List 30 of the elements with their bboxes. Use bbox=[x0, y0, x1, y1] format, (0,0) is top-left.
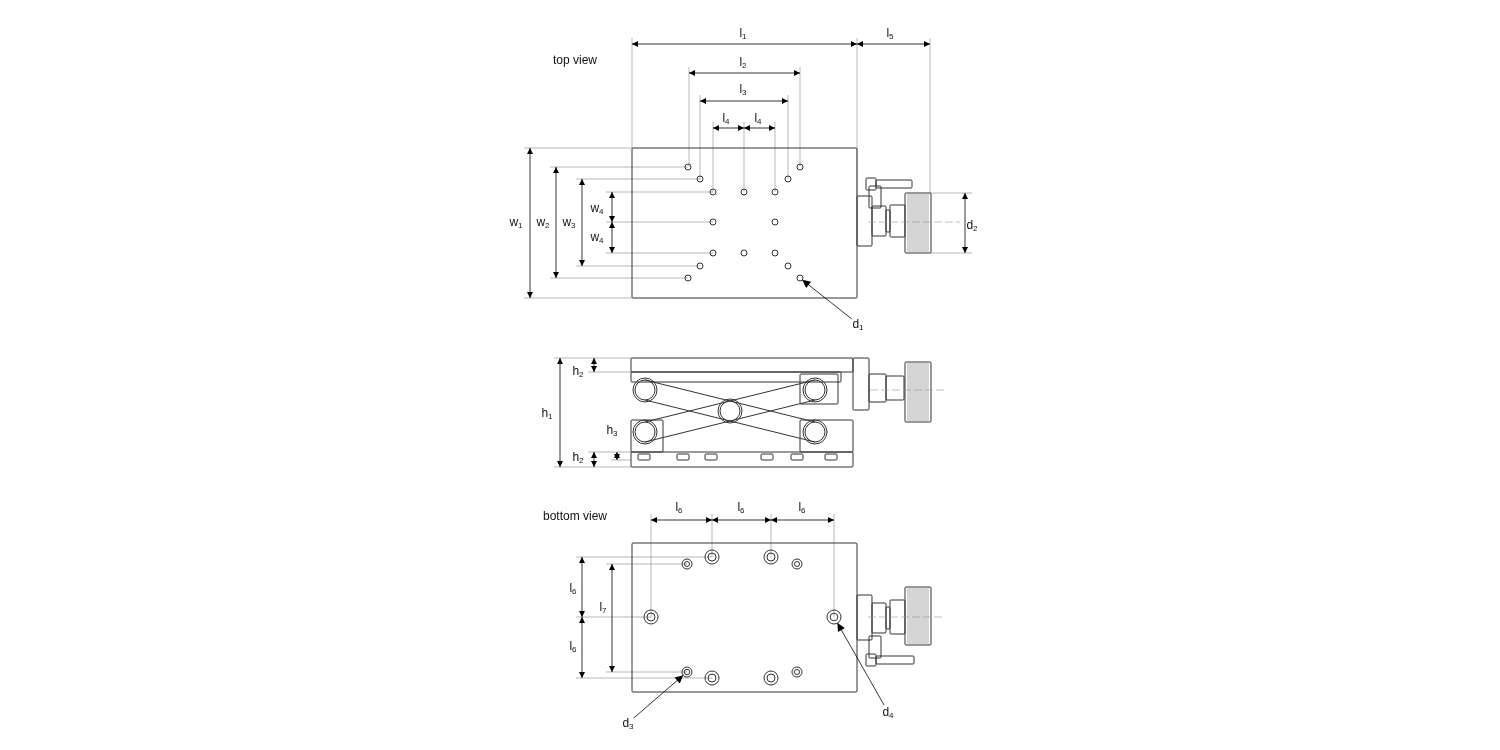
dimension-label: l$_{6}$ bbox=[569, 581, 577, 595]
view-title: bottom view bbox=[543, 509, 607, 523]
dimension-label: l$_{4}$ bbox=[754, 111, 762, 125]
dimension-label: w$_{4}$ bbox=[590, 230, 604, 244]
dimension-label: w$_{3}$ bbox=[562, 215, 576, 229]
dimension-label: h$_{1}$ bbox=[541, 406, 553, 420]
dimension-label: w$_{1}$ bbox=[509, 215, 523, 229]
dimension-label: l$_{3}$ bbox=[739, 82, 747, 96]
dimension-label: l$_{1}$ bbox=[739, 26, 747, 40]
dimension-label: l$_{6}$ bbox=[737, 500, 745, 514]
dimension-label: d$_{4}$ bbox=[882, 705, 894, 719]
dimension-label: l$_{6}$ bbox=[798, 500, 806, 514]
dimension-label: w$_{2}$ bbox=[536, 215, 550, 229]
dimension-label: d$_{2}$ bbox=[966, 218, 978, 232]
view-title: top view bbox=[553, 53, 597, 67]
dimension-label: h$_{3}$ bbox=[606, 423, 618, 437]
dimension-label: d$_{3}$ bbox=[622, 716, 634, 730]
dimension-label: d$_{1}$ bbox=[852, 317, 864, 331]
mounting-hole bbox=[681, 666, 693, 678]
dimension-label: l$_{7}$ bbox=[599, 600, 607, 614]
dimension-label: w$_{4}$ bbox=[590, 201, 604, 215]
mounting-hole bbox=[796, 274, 804, 282]
dimension-label: l$_{5}$ bbox=[886, 26, 894, 40]
dimension-label: l$_{2}$ bbox=[739, 55, 747, 69]
dimension-label: l$_{6}$ bbox=[675, 500, 683, 514]
mounting-hole bbox=[826, 609, 842, 625]
dimension-label: h$_{2}$ bbox=[572, 364, 584, 378]
dimension-label: l$_{6}$ bbox=[569, 639, 577, 653]
dimension-label: h$_{2}$ bbox=[572, 450, 584, 464]
dimension-label: l$_{4}$ bbox=[722, 111, 730, 125]
